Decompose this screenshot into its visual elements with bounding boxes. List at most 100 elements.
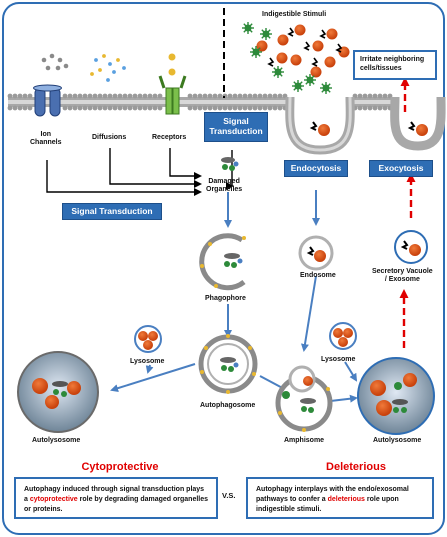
diffusion-molecules <box>41 53 126 82</box>
diffusion-dot <box>112 70 116 74</box>
lipid-head <box>122 105 128 111</box>
cytoprotective-box: Autophagy induced through signal transdu… <box>14 477 218 519</box>
lipid-head <box>92 93 98 99</box>
irritate-box: Irritate neighboring cells/tissues <box>353 50 437 80</box>
lipid-head <box>12 93 18 99</box>
lipid-head <box>187 105 193 111</box>
lipid-head <box>72 105 78 111</box>
lipid-head <box>357 93 363 99</box>
hook-mark <box>267 57 275 67</box>
lipid-head <box>87 105 93 111</box>
gray-molecule <box>49 53 55 59</box>
lipid-head <box>22 93 28 99</box>
lipid-head <box>262 105 268 111</box>
damaged-organelles-icon <box>221 157 239 171</box>
lipid-head <box>192 105 198 111</box>
lipid-head <box>242 105 248 111</box>
lipid-head <box>262 93 268 99</box>
autolysosome-right-label: Autolysosome <box>373 437 422 444</box>
stimulus-particle <box>338 46 350 58</box>
virus-icon <box>242 22 254 34</box>
lipid-head <box>152 93 158 99</box>
lipid-head <box>97 105 103 111</box>
lipid-head <box>132 93 138 99</box>
diffusion-dot <box>90 72 94 76</box>
virus-icon <box>272 66 284 78</box>
cytoprotective-text-a: Autophagy induced through signal transdu… <box>24 486 205 504</box>
phagophore-icon <box>199 233 246 291</box>
lipid-head <box>242 93 248 99</box>
gray-molecule <box>57 57 63 63</box>
lipid-head <box>212 93 218 99</box>
autolysosome-icon-left <box>17 351 99 433</box>
lipid-head <box>382 105 388 111</box>
lysosome-icon-left <box>134 325 162 353</box>
autolysosome-icon-right <box>357 357 435 435</box>
signal-transduction-left-label: Signal Transduction <box>62 203 162 220</box>
lipid-head <box>277 93 283 99</box>
lipid-head <box>142 105 148 111</box>
lipid-head <box>372 93 378 99</box>
signal-transduction-top-label: Signal Transduction <box>204 112 268 142</box>
lipid-head <box>267 93 273 99</box>
lipid-head <box>362 93 368 99</box>
lipid-head <box>132 105 138 111</box>
lipid-head <box>92 105 98 111</box>
diffusion-dot <box>122 66 126 70</box>
cytoprotective-text-b: role by degrading damaged organelles or … <box>24 496 209 514</box>
gray-molecule <box>45 65 51 71</box>
virus-icon <box>260 28 272 40</box>
indigestible-stimuli-label: Indigestible Stimuli <box>262 11 327 18</box>
diffusion-dot <box>116 58 120 62</box>
gray-molecule <box>41 57 47 63</box>
exocytosis-label: Exocytosis <box>369 160 433 177</box>
stimulus-particle <box>312 40 324 52</box>
hook-mark <box>319 29 327 39</box>
lipid-head <box>362 105 368 111</box>
lysosome-left-label: Lysosome <box>130 358 165 365</box>
deleterious-box: Autophagy interplays with the endo/exoso… <box>246 477 434 519</box>
lipid-head <box>372 105 378 111</box>
endosome-icon <box>298 235 334 271</box>
lipid-head <box>117 105 123 111</box>
lipid-head <box>67 105 73 111</box>
endocytosis-label: Endocytosis <box>284 160 348 177</box>
lipid-head <box>252 93 258 99</box>
lipid-head <box>227 93 233 99</box>
exocytosis-arrows <box>399 77 416 348</box>
lipid-head <box>367 105 373 111</box>
hook-mark <box>335 43 343 53</box>
lipid-head <box>67 93 73 99</box>
lipid-head <box>147 93 153 99</box>
lipid-head <box>212 105 218 111</box>
lipid-head <box>112 93 118 99</box>
lipid-head <box>377 93 383 99</box>
deleterious-text-a: Autophagy interplays with the endo/exoso… <box>256 486 409 504</box>
lipid-head <box>187 93 193 99</box>
endocytosis-pocket <box>285 96 355 155</box>
receptors-label: Receptors <box>152 134 187 141</box>
lipid-head <box>272 105 278 111</box>
amphisome-icon <box>275 365 333 432</box>
lipid-head <box>152 105 158 111</box>
lipid-head <box>207 105 213 111</box>
lipid-head <box>192 93 198 99</box>
lipid-head <box>22 105 28 111</box>
signal-arrows <box>46 148 236 196</box>
lipid-head <box>12 105 18 111</box>
cytoprotective-highlight: cytoprotective <box>29 496 78 504</box>
deleterious-text-b: role upon indigestible stimuli. <box>256 496 399 514</box>
virus-icon <box>304 74 316 86</box>
diffusion-dot <box>106 78 110 82</box>
stimulus-particle <box>277 34 289 46</box>
lipid-head <box>257 105 263 111</box>
virus-icon <box>320 82 332 94</box>
lipid-head <box>217 93 223 99</box>
autolysosome-left-label: Autolysosome <box>32 437 81 444</box>
ion-channel-icon <box>33 84 62 117</box>
lipid-head <box>232 105 238 111</box>
secretory-vacuole-label: Secretory Vacuole / Exosome <box>372 268 433 284</box>
deleterious-title: Deleterious <box>326 461 386 473</box>
lipid-head <box>17 105 23 111</box>
